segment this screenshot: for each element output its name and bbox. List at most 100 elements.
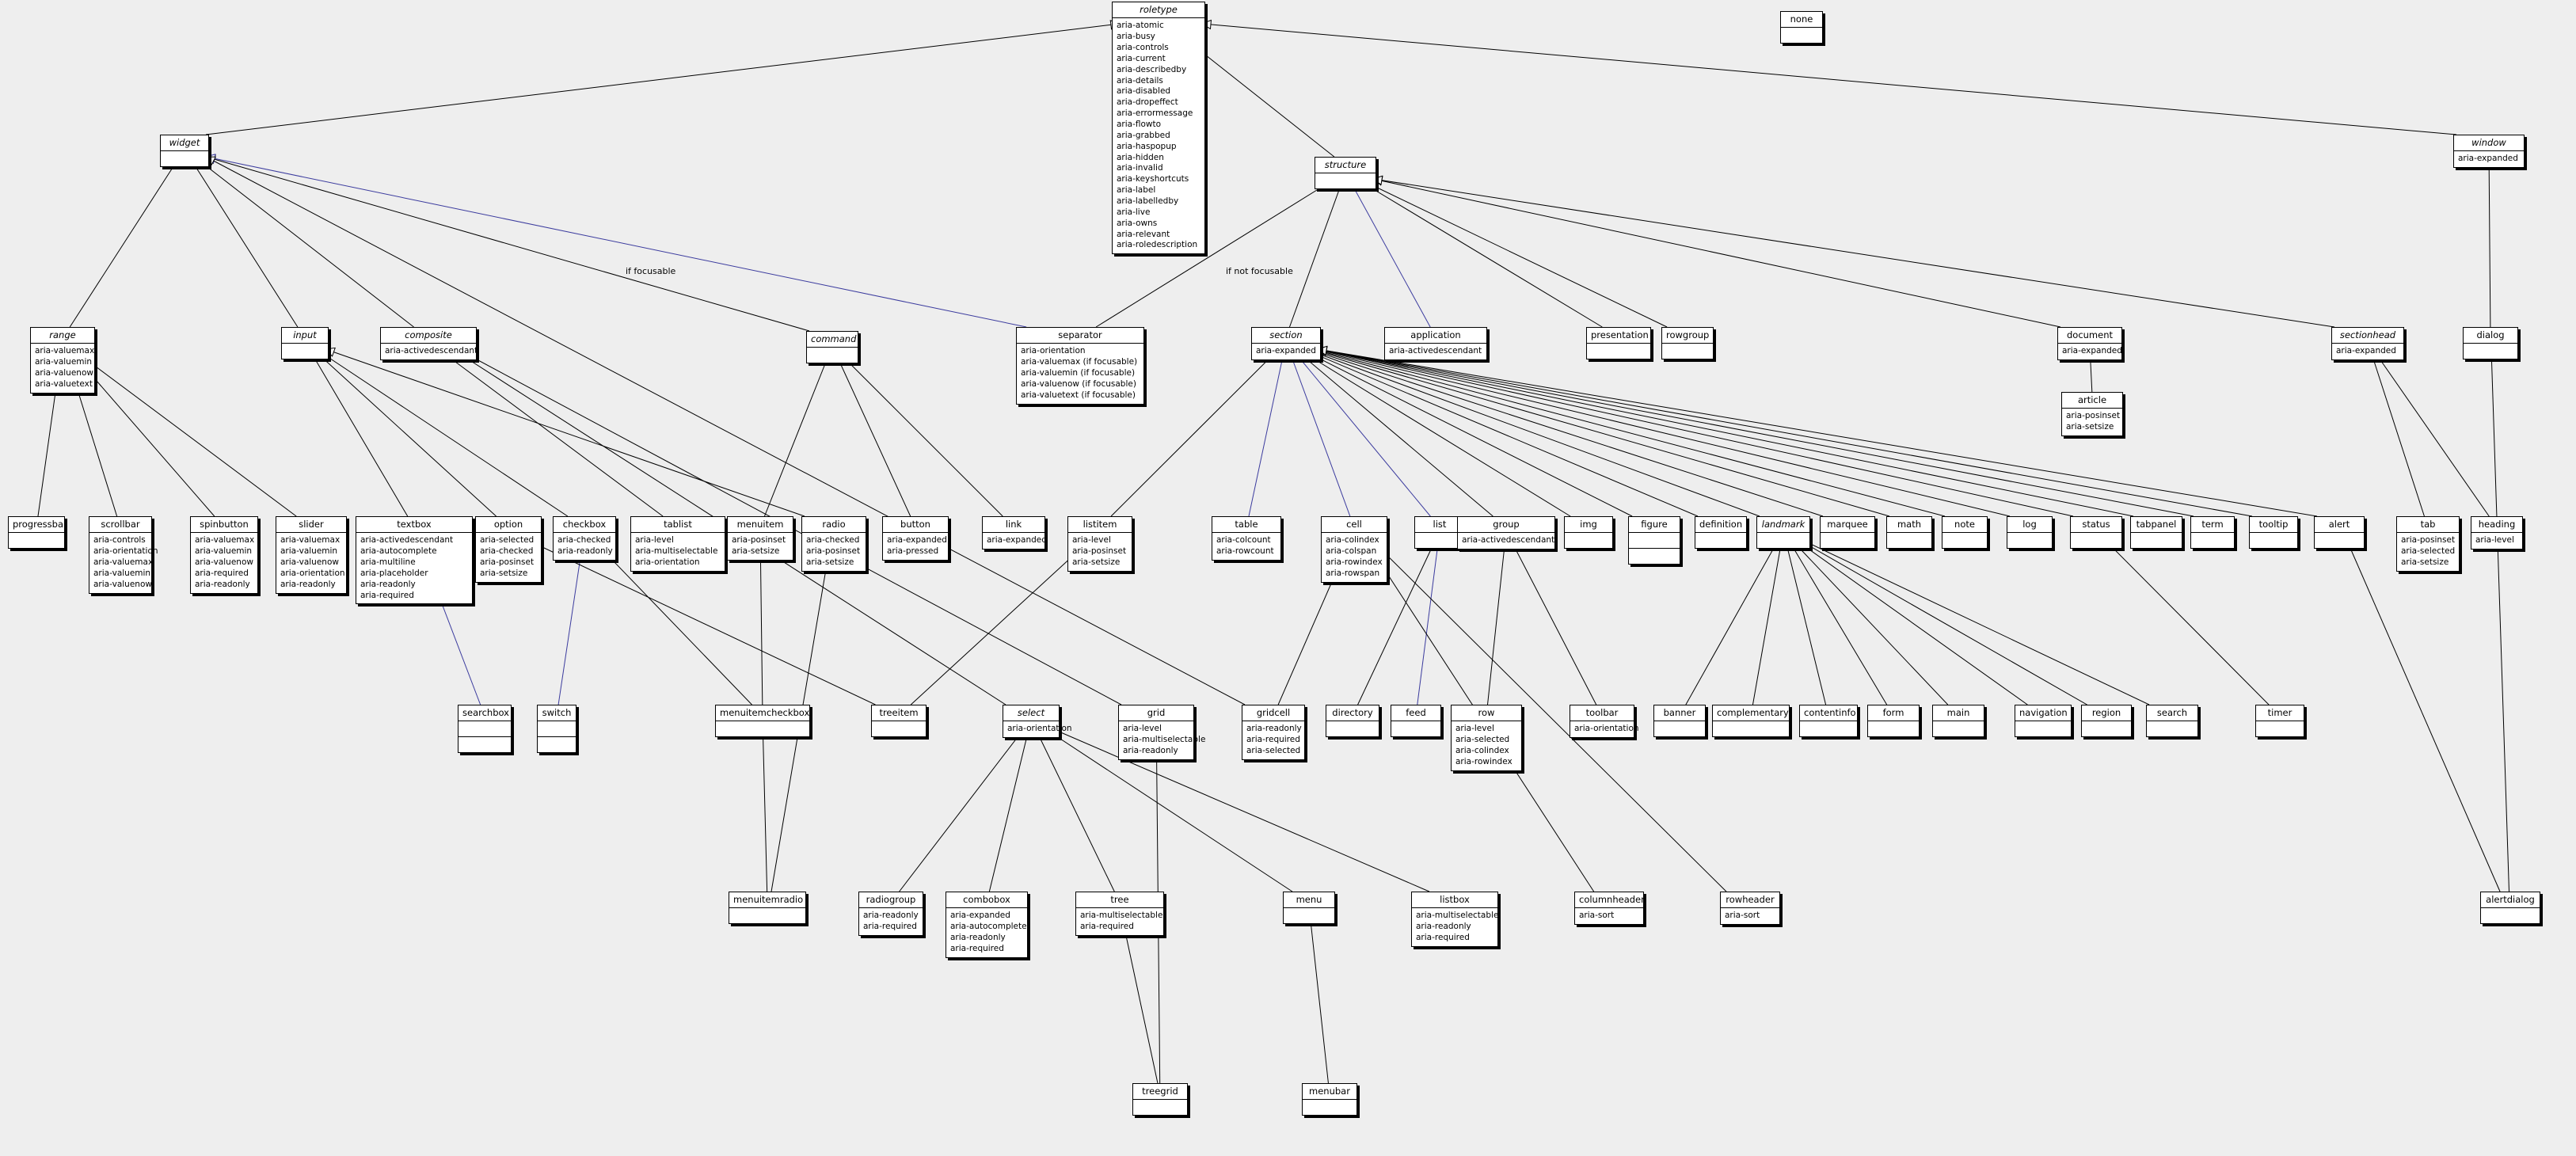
uml-class-contentinfo[interactable]: contentinfo [1799, 705, 1858, 738]
uml-class-alert[interactable]: alert [2314, 516, 2365, 549]
uml-class-figure[interactable]: figure [1628, 516, 1680, 565]
uml-class-form[interactable]: form [1867, 705, 1920, 738]
attribute: aria-setsize [480, 568, 528, 578]
attribute: aria-readonly [950, 932, 1006, 942]
uml-class-alertdialog[interactable]: alertdialog [2480, 892, 2540, 925]
attribute: aria-label [1117, 185, 1156, 196]
uml-class-note[interactable]: note [1942, 516, 1988, 549]
attribute: aria-orientation [1007, 724, 1072, 734]
uml-class-dialog[interactable]: dialog [2463, 327, 2518, 360]
uml-class-status[interactable]: status [2070, 516, 2122, 549]
uml-class-term[interactable]: term [2190, 516, 2235, 549]
uml-class-tabpanel[interactable]: tabpanel [2130, 516, 2182, 549]
uml-class-treegrid[interactable]: treegrid [1132, 1083, 1188, 1116]
uml-class-treeitem[interactable]: treeitem [871, 705, 927, 738]
uml-class-navigation[interactable]: navigation [2015, 705, 2072, 738]
uml-class-feed[interactable]: feed [1391, 705, 1441, 738]
uml-class-none[interactable]: none [1780, 11, 1823, 44]
uml-class-switch[interactable]: switch [537, 705, 576, 754]
uml-class-math[interactable]: math [1886, 516, 1932, 549]
uml-class-search[interactable]: search [2146, 705, 2198, 738]
uml-class-menuitemradio[interactable]: menuitemradio [729, 892, 806, 925]
uml-class-log[interactable]: log [2007, 516, 2053, 549]
uml-class-widget[interactable]: widget [160, 135, 209, 168]
uml-class-complementary[interactable]: complementary [1712, 705, 1790, 738]
generalization-edge [325, 348, 805, 517]
uml-class-menubar[interactable]: menubar [1302, 1083, 1357, 1116]
class-name-switch: switch [538, 705, 576, 722]
attribute: aria-valuemax [280, 535, 341, 546]
uml-class-tooltip[interactable]: tooltip [2249, 516, 2298, 549]
uml-class-directory[interactable]: directory [1326, 705, 1379, 738]
uml-class-main[interactable]: main [1932, 705, 1984, 738]
uml-class-img[interactable]: img [1564, 516, 1613, 549]
uml-class-presentation[interactable]: presentation [1586, 327, 1651, 360]
attribute: aria-readonly [1123, 745, 1178, 755]
uml-class-structure[interactable]: structure [1315, 157, 1376, 190]
uml-class-menuitemcheckbox[interactable]: menuitemcheckbox [715, 705, 810, 738]
class-name-feed: feed [1391, 705, 1440, 722]
uml-class-progressbar[interactable]: progressbar [8, 516, 67, 549]
class-name-definition: definition [1695, 517, 1746, 534]
attribute: aria-colindex [1326, 535, 1379, 546]
uml-class-banner[interactable]: banner [1653, 705, 1706, 738]
class-name-article: article [2062, 393, 2122, 409]
uml-class-landmark[interactable]: landmark [1756, 516, 1810, 549]
uml-class-searchbox[interactable]: searchbox [458, 705, 512, 754]
edge-label: if focusable [626, 266, 676, 276]
uml-class-command[interactable]: command [806, 331, 858, 364]
uml-class-marquee[interactable]: marquee [1820, 516, 1875, 549]
class-name-navigation: navigation [2015, 705, 2071, 722]
attribute: aria-relevant [1117, 229, 1170, 239]
uml-class-region[interactable]: region [2081, 705, 2132, 738]
generalization-edge [1201, 23, 2457, 135]
uml-class-definition[interactable]: definition [1695, 516, 1747, 549]
uml-class-timer[interactable]: timer [2255, 705, 2304, 738]
uml-class-menu[interactable]: menu [1283, 892, 1335, 925]
generalization-edge [1509, 538, 1597, 705]
generalization-edge [1317, 348, 2318, 517]
attribute: aria-valuemin [195, 546, 253, 557]
uml-class-rowgroup[interactable]: rowgroup [1661, 327, 1714, 360]
uml-class-input[interactable]: input [281, 327, 329, 360]
